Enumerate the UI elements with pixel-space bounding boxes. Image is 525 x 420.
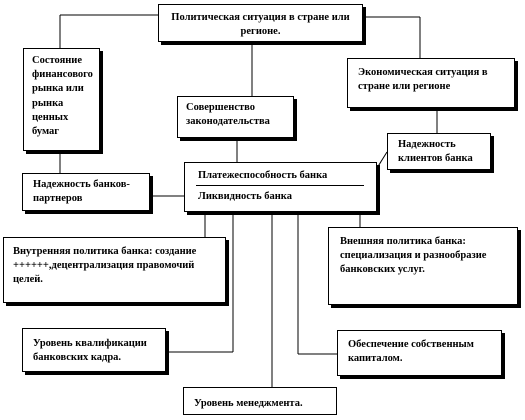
node-external-policy: Внешняя политика банка: специализация и …	[328, 227, 518, 305]
node-solvency-label: Платежеспособность банка	[198, 170, 328, 181]
node-capital-label: Обеспечение собственным капиталом.	[348, 339, 474, 365]
node-qualification: Уровень квалификации банковских кадра.	[22, 328, 166, 372]
node-finance-label: Состояние финансового рынка или рынка це…	[32, 55, 93, 137]
node-qualification-label: Уровень квалификации банковских кадра.	[33, 338, 147, 364]
node-liquidity-label: Ликвидность банка	[198, 191, 292, 202]
node-internal-policy-label: Внутренняя политика банка: создание ++++…	[13, 246, 197, 286]
edge-clients-solvency	[376, 151, 388, 169]
node-external-policy-label: Внешняя политика банка: специализация и …	[340, 236, 487, 276]
node-legislation-label: Совершенство законодательства	[186, 102, 270, 128]
node-capital: Обеспечение собственным капиталом.	[337, 330, 502, 376]
node-politics-label: Политическая ситуация в стране или регио…	[171, 12, 350, 38]
node-solvency: Платежеспособность банка Ликвидность бан…	[184, 162, 377, 212]
node-legislation: Совершенство законодательства	[177, 96, 294, 138]
node-politics: Политическая ситуация в стране или регио…	[158, 4, 363, 42]
node-economy-label: Экономическая ситуация в стране или реги…	[358, 67, 488, 93]
node-management-label: Уровень менеджмента.	[194, 398, 303, 409]
node-clients: Надежность клиентов банка	[387, 133, 491, 170]
node-economy: Экономическая ситуация в стране или реги…	[347, 58, 515, 108]
node-partners-label: Надежность банков-партнеров	[33, 179, 130, 205]
node-partners: Надежность банков-партнеров	[22, 173, 150, 211]
node-solvency-divider	[196, 185, 364, 186]
node-finance: Состояние финансового рынка или рынка це…	[23, 48, 100, 151]
node-management: Уровень менеджмента.	[183, 387, 337, 415]
node-internal-policy: Внутренняя политика банка: создание ++++…	[3, 237, 226, 303]
node-clients-label: Надежность клиентов банка	[398, 139, 473, 165]
